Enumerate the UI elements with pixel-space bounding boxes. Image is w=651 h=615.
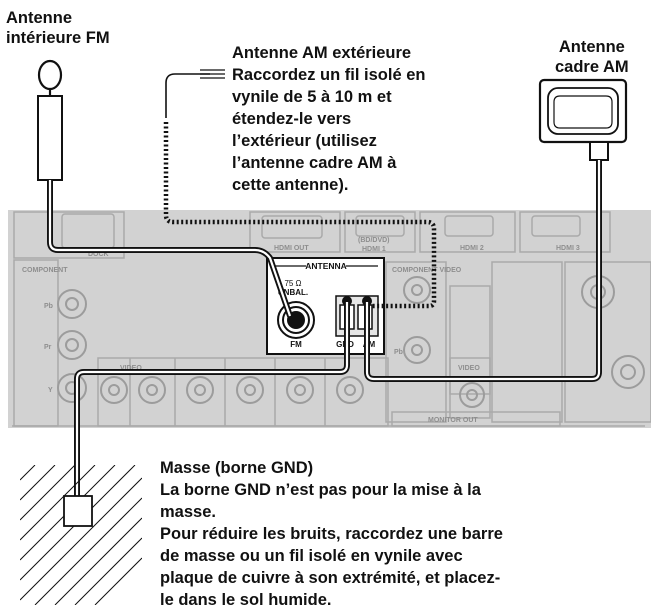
gnd-am-terminal[interactable] [335, 295, 379, 337]
dock-label: DOCK [88, 251, 109, 258]
component-label: COMPONENT [22, 267, 68, 274]
unbal-label: UNBAL. [278, 288, 308, 297]
hdmi2-label: HDMI 2 [460, 245, 484, 252]
am-outdoor-antenna [163, 69, 437, 309]
ground-hatching [20, 465, 142, 605]
y-label: Y [48, 387, 53, 394]
impedance-label: 75 Ω [284, 279, 301, 288]
fm-antenna-label: Antenne intérieure FM [6, 9, 110, 47]
hdmi3-label: HDMI 3 [556, 245, 580, 252]
antenna-title: ANTENNA [305, 261, 347, 271]
fm-antenna [37, 59, 293, 317]
bd-dvd-label: (BD/DVD) [358, 237, 390, 244]
ground-wire [74, 302, 350, 500]
component-video-label: COMPONENT VIDEO [392, 267, 462, 274]
pr-label: Pr [44, 344, 52, 351]
copper-plate [63, 495, 93, 527]
pb-label: Pb [44, 303, 53, 310]
am-outdoor-label: Antenne AM extérieure Raccordez un fil i… [232, 44, 426, 194]
ground-label: Masse (borne GND) La borne GND n’est pas… [160, 459, 503, 609]
pb-label-2: Pb [394, 349, 403, 356]
hdmi1-label: HDMI 1 [362, 246, 386, 253]
monitor-out-label: MONITOR OUT [428, 417, 478, 424]
am-loop-antenna [364, 78, 628, 382]
video-label-2: VIDEO [458, 365, 480, 372]
hdmi-out-label: HDMI OUT [274, 245, 309, 252]
video-label: VIDEO [120, 365, 142, 372]
fm-terminal-label: FM [290, 340, 302, 349]
fm-connector[interactable] [277, 301, 315, 339]
am-loop-label: Antenne cadre AM [555, 38, 629, 76]
